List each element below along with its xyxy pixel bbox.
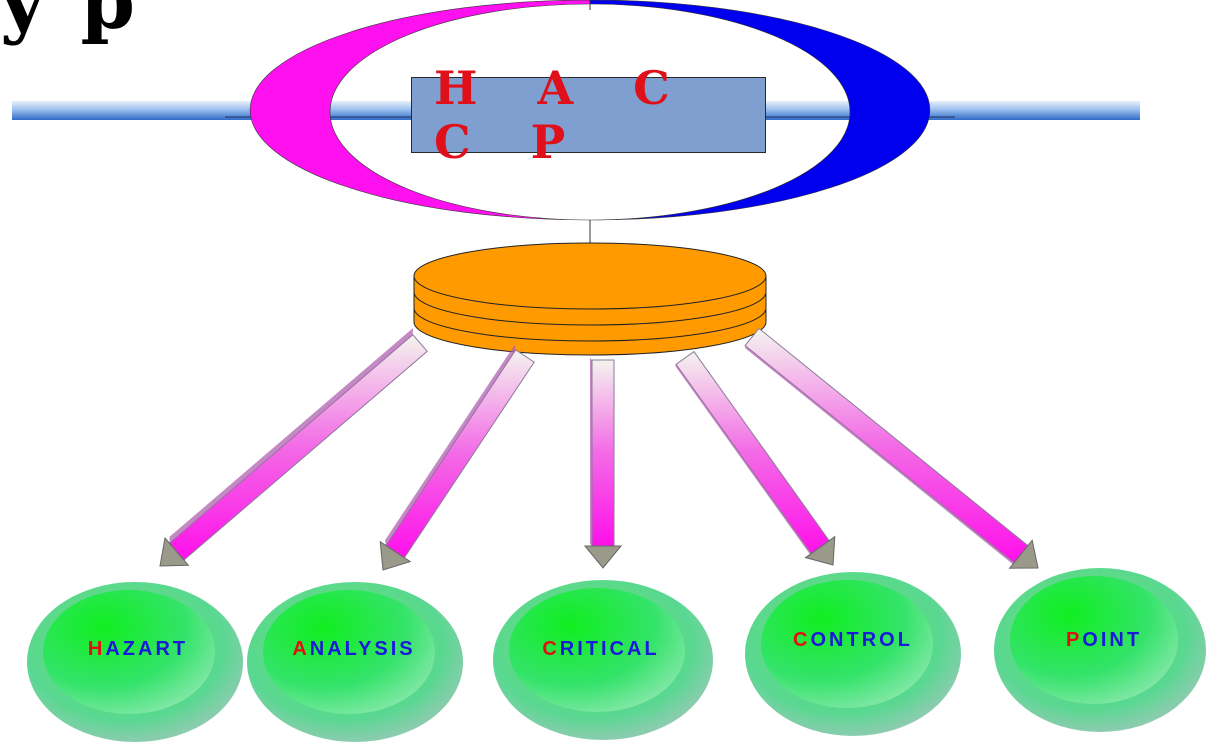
arrow-side: [385, 344, 516, 546]
label-initial: H: [87, 637, 106, 660]
label-rest: NALYSIS: [309, 637, 416, 660]
label-rest: RITICAL: [559, 637, 660, 660]
arrow-2: [379, 344, 535, 571]
arrow-3: [583, 358, 623, 569]
node-label-4: CONTROL: [793, 629, 913, 652]
label-rest: AZART: [105, 637, 189, 660]
arrow-side: [169, 328, 413, 544]
node-label-3: CRITICAL: [542, 638, 659, 661]
node-3: [493, 580, 713, 740]
node-5: [994, 568, 1206, 732]
node-core: [761, 580, 933, 708]
haccp-ring: [249, 0, 931, 221]
label-initial: P: [1065, 628, 1083, 651]
arrow-5: [744, 327, 1039, 569]
node-core: [263, 590, 435, 714]
label-rest: ONTROL: [810, 628, 913, 651]
label-initial: C: [793, 628, 811, 651]
arrow-side: [590, 358, 592, 546]
nodes: [27, 568, 1206, 742]
arrows: [159, 327, 1039, 571]
arrow-head: [159, 536, 190, 567]
arrow-head: [804, 535, 836, 566]
ring-left-crescent: [249, 0, 591, 221]
arrow-4: [675, 350, 836, 566]
node-2: [247, 582, 463, 742]
arrow-side: [745, 345, 1015, 566]
node-core: [43, 590, 215, 714]
arrow-head: [1008, 539, 1039, 569]
node-4: [745, 572, 961, 736]
arrow-1: [159, 328, 428, 567]
node-label-1: HAZART: [88, 638, 188, 661]
haccp-box: H A C C P: [411, 61, 766, 169]
arrow-side: [675, 364, 812, 555]
haccp-label: H A C C P: [434, 61, 692, 169]
node-core: [1010, 576, 1178, 704]
node-label-5: POINT: [1066, 629, 1142, 652]
node-1: [27, 582, 243, 742]
arrow-shaft: [591, 359, 615, 547]
label-initial: C: [542, 637, 560, 660]
ring-right-crescent: [589, 0, 931, 221]
arrow-head: [379, 540, 412, 571]
arrow-head: [583, 545, 623, 569]
node-core: [509, 588, 685, 712]
node-label-2: ANALYSIS: [292, 638, 415, 661]
arrow-shaft: [744, 327, 1029, 564]
label-rest: OINT: [1082, 628, 1143, 651]
disk-stack: [413, 242, 767, 356]
label-initial: A: [292, 637, 310, 660]
arrow-shaft: [168, 333, 428, 561]
arrow-shaft: [385, 349, 535, 559]
slide-title-partial: y p: [0, 0, 140, 47]
